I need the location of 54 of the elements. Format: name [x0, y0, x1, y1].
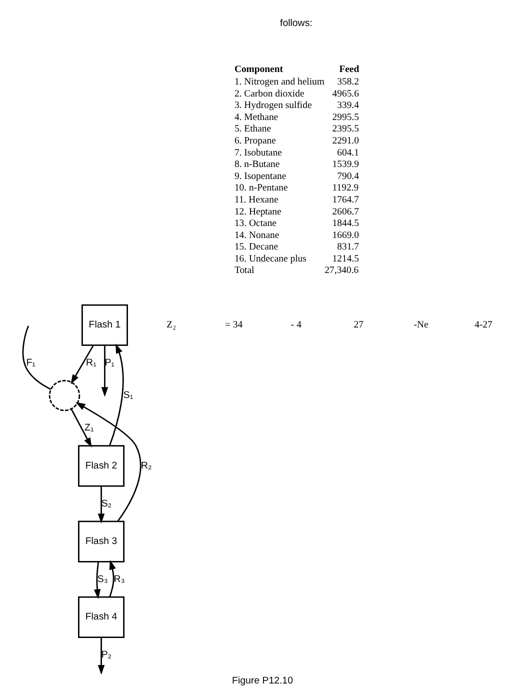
label: 1539.9: [332, 159, 359, 170]
label: 4. Methane: [234, 112, 278, 123]
label: 1192.9: [332, 182, 359, 194]
label: 3. Hydrogen sulfide: [234, 100, 312, 112]
label: 7. Isobutane: [234, 147, 282, 158]
label: 4965.6: [332, 88, 359, 100]
edge-label: R₁: [86, 357, 96, 368]
label: 10. n-Pentane: [234, 182, 288, 194]
label: 5. Ethane: [234, 124, 272, 135]
label: 339.4: [337, 100, 359, 112]
label: 27: [354, 320, 364, 331]
label: Z₂: [166, 320, 176, 331]
label: 2291.0: [332, 136, 359, 147]
label: 2. Carbon dioxide: [234, 88, 304, 100]
edge-label: S₂: [101, 498, 112, 510]
edge-label: S₁: [123, 390, 134, 402]
label: 358.2: [337, 76, 359, 88]
label: 9. Isopentane: [234, 170, 286, 182]
label: 2606.7: [332, 206, 359, 218]
label: 6. Propane: [234, 136, 276, 147]
label: Component: [234, 64, 283, 76]
edge-label: R₃: [114, 574, 125, 585]
edge-label: Z₁: [84, 422, 94, 434]
label: 27,340.6: [324, 265, 359, 276]
label: 1764.7: [332, 194, 359, 206]
label: 15. Decane: [234, 242, 278, 253]
label: 1844.5: [332, 218, 359, 230]
label: 604.1: [337, 147, 359, 158]
label: Feed: [339, 64, 360, 76]
caption: Figure P12.10: [232, 676, 293, 687]
label: 1669.0: [332, 230, 359, 241]
label: 1214.5: [332, 253, 359, 264]
edge-label: P₁: [104, 357, 114, 368]
label: 11. Hexane: [234, 194, 278, 206]
label: 2995.5: [332, 112, 359, 123]
label: 831.7: [337, 242, 359, 253]
label: follows:: [280, 18, 312, 29]
label: 16. Undecane plus: [234, 253, 306, 264]
label: 14. Nonane: [234, 230, 280, 241]
label: 790.4: [337, 170, 359, 182]
edge-label: S₃: [97, 574, 108, 585]
label: 8. n-Butane: [234, 159, 280, 170]
label: 4-27: [474, 320, 492, 331]
edge-label: P₂: [101, 650, 112, 661]
label: 2395.5: [332, 124, 359, 135]
label: = 34: [224, 320, 243, 331]
label: 1. Nitrogen and helium: [234, 76, 324, 88]
edge-label: F₁: [26, 357, 36, 368]
label: 12. Heptane: [234, 206, 282, 218]
label: Total: [234, 265, 254, 276]
edge-label: R₂: [140, 460, 152, 472]
label: - 4: [290, 320, 302, 331]
label: 13. Octane: [234, 218, 276, 230]
label: -Ne: [414, 320, 428, 331]
